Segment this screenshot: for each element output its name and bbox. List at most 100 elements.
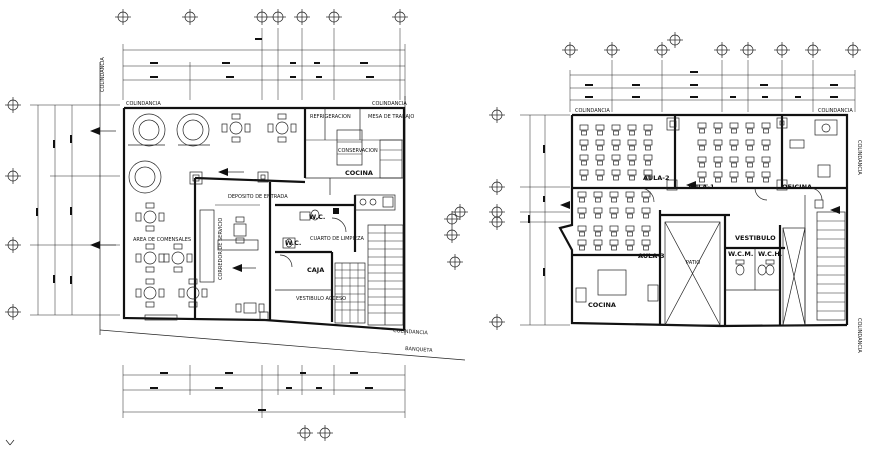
label-refrigeracion: REFRIGERACION: [310, 114, 351, 120]
right-wc-fixtures: [735, 259, 775, 276]
desk-set: [713, 139, 723, 151]
grid-marker: [845, 42, 861, 58]
table-set: [178, 278, 208, 308]
right-side-dimensions: [520, 114, 570, 326]
label-wc: W.C.: [285, 239, 301, 247]
dining-tables: [135, 113, 297, 314]
desk-set: [627, 154, 637, 166]
desk-set: [745, 139, 755, 151]
desk-set: [713, 171, 723, 183]
label-colindancia-right-top-left: COLINDANCIA: [575, 108, 610, 114]
grid-marker: [740, 42, 756, 58]
label-colindancia-top-left: COLINDANCIA: [126, 101, 161, 107]
desk-set: [745, 171, 755, 183]
table-set: [267, 113, 297, 143]
grid-marker: [604, 42, 620, 58]
desk-set: [577, 239, 587, 251]
left-arrows: [90, 127, 256, 272]
desk-set: [593, 225, 603, 237]
grid-marker: [805, 42, 821, 58]
label-colindancia-bottom-right: COLINDANCIA: [393, 328, 429, 336]
sidewalk-line: [99, 329, 466, 361]
desk-set: [761, 156, 771, 168]
desk-set: [713, 156, 723, 168]
access-ramp-hatch: [334, 262, 366, 324]
table-set: [221, 113, 251, 143]
grid-marker: [294, 9, 310, 25]
left-bottom-grid-markers: [297, 425, 333, 441]
desk-set: [643, 139, 653, 151]
left-side-grid-markers: [5, 97, 21, 320]
desk-set: [609, 239, 619, 251]
grid-marker: [452, 204, 468, 220]
desk-set: [577, 207, 587, 219]
left-bottom-dimensions: [122, 365, 406, 418]
left-exterior-walls: [122, 106, 406, 332]
label-mesa-trabajo: MESA DE TRABAJO: [368, 114, 414, 120]
grid-marker: [317, 425, 333, 441]
desk-set: [579, 124, 589, 136]
desk-set: [579, 139, 589, 151]
booth-seating: [128, 113, 210, 194]
desk-set: [595, 154, 605, 166]
grid-marker: [489, 179, 505, 195]
kitchen-equipment: [336, 129, 403, 211]
desk-set: [579, 169, 589, 181]
desk-set: [593, 239, 603, 251]
desk-set: [761, 139, 771, 151]
label-wcm: W.C.M.: [728, 250, 753, 258]
desk-set: [609, 191, 619, 203]
label-colindancia-right-top-right: COLINDANCIA: [818, 108, 853, 114]
grid-marker: [774, 42, 790, 58]
grid-marker: [254, 9, 270, 25]
wc-fixtures: [279, 209, 347, 268]
desk-set: [697, 122, 707, 134]
label-colindancia-right-side-1: COLINDANCIA: [856, 140, 862, 175]
table-set: [235, 302, 265, 314]
grid-marker: [297, 425, 313, 441]
desk-set: [627, 139, 637, 151]
office-furniture: [789, 119, 838, 178]
grid-marker: [5, 237, 21, 253]
desk-set: [729, 139, 739, 151]
desk-set: [729, 122, 739, 134]
right-exterior-walls: [558, 113, 849, 328]
left-interior-walls: [193, 108, 404, 322]
grid-marker: [489, 214, 505, 230]
left-top-dimensions: [122, 28, 406, 100]
grid-marker: [489, 107, 505, 123]
grid-marker: [667, 32, 683, 48]
desk-set: [761, 122, 771, 134]
label-aula-2: AULA-2: [643, 174, 670, 182]
label-patio: PATIO: [686, 260, 700, 266]
desk-set: [643, 169, 653, 181]
right-arrows: [560, 181, 840, 214]
desk-set: [745, 122, 755, 134]
desk-set: [697, 139, 707, 151]
grid-marker: [654, 42, 670, 58]
desk-set: [593, 207, 603, 219]
grid-marker: [392, 9, 408, 25]
left-columns: [189, 171, 339, 321]
label-colindancia-right-side-2: COLINDANCIA: [856, 318, 862, 353]
label-area-comensales: AREA DE COMENSALES: [133, 237, 191, 243]
label-oficina: OFICINA: [782, 183, 812, 191]
left-side-dimensions: [30, 104, 120, 316]
left-top-grid-markers: [115, 9, 408, 25]
desk-set: [745, 156, 755, 168]
desk-set: [627, 124, 637, 136]
label-corredor: CORREDOR DE SERVICIO: [218, 218, 224, 280]
table-set: [163, 243, 193, 273]
desk-set: [577, 225, 587, 237]
desk-set: [713, 122, 723, 134]
label-wc-2: W.C.: [309, 213, 325, 221]
desk-set: [627, 169, 637, 181]
desk-set: [697, 171, 707, 183]
grid-marker: [5, 168, 21, 184]
desk-set: [595, 124, 605, 136]
grid-marker: [5, 97, 21, 113]
left-floor-plan: COCINA CAJA W.C. W.C. BANQUETA COLINDANC…: [5, 9, 468, 441]
desk-set: [611, 154, 621, 166]
label-aula-1: AULA-1: [688, 183, 715, 191]
